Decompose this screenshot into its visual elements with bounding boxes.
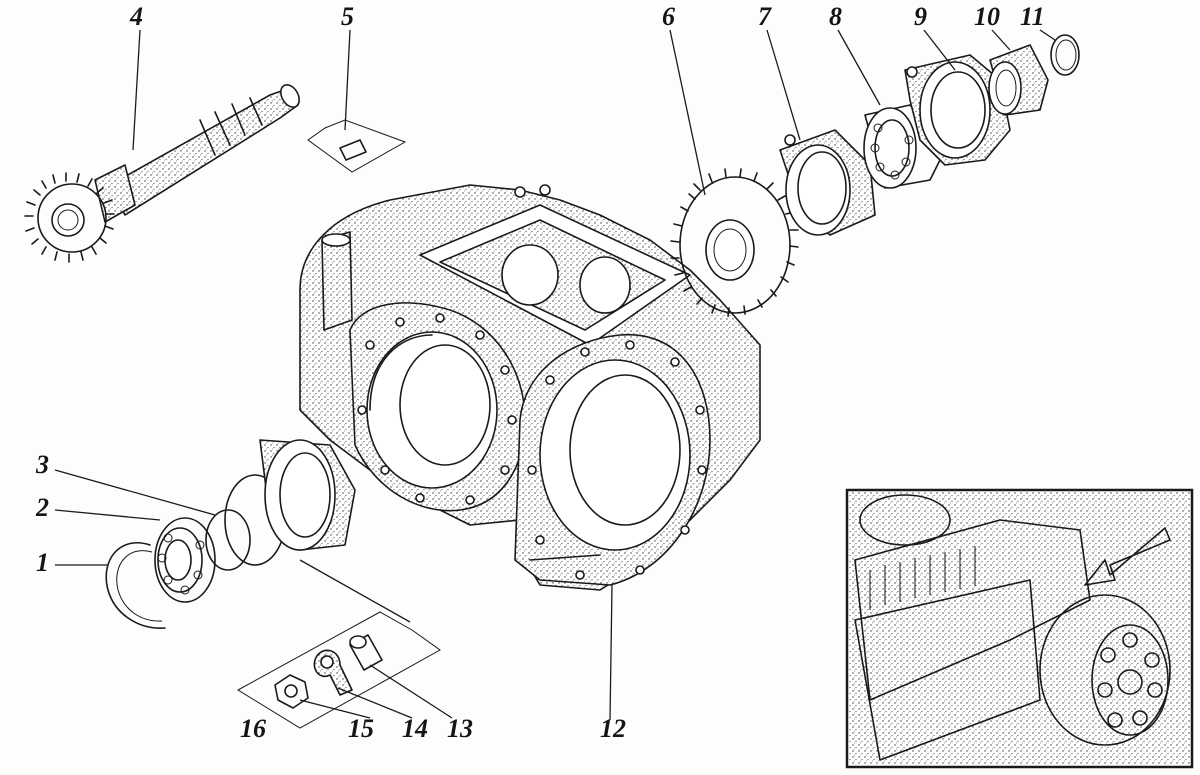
key-part-5 [307, 119, 407, 173]
inset-photo [845, 488, 1194, 769]
callout-13: 13 [447, 714, 473, 743]
fastener-group [237, 611, 441, 729]
callout-2: 2 [36, 493, 49, 522]
cage-flange [259, 439, 356, 551]
callout-15: 15 [348, 714, 374, 743]
cover-part-9 [904, 54, 1011, 166]
bearing-part-8 [863, 104, 946, 189]
callout-14: 14 [402, 714, 428, 743]
callout-16: 16 [240, 714, 266, 743]
leader-lines [54, 29, 1056, 721]
callout-8: 8 [829, 2, 842, 31]
ring-part-11 [1050, 34, 1080, 76]
callout-7: 7 [758, 2, 771, 31]
shaft-part-4 [24, 84, 300, 263]
housing-part-12 [299, 184, 761, 591]
callout-6: 6 [662, 2, 675, 31]
callout-9: 9 [914, 2, 927, 31]
callout-12: 12 [600, 714, 626, 743]
gear-part-6 [670, 168, 799, 317]
sleeve-part-10 [988, 44, 1049, 116]
gear-part-4 [24, 172, 115, 263]
callout-10: 10 [974, 2, 1000, 31]
callout-4: 4 [130, 2, 143, 31]
callout-11: 11 [1020, 2, 1045, 31]
callout-5: 5 [341, 2, 354, 31]
bearing-part-2 [154, 517, 216, 603]
cage-part-7 [779, 129, 876, 236]
callout-1: 1 [36, 548, 49, 577]
callout-3: 3 [36, 450, 49, 479]
ring-part-1 [105, 542, 166, 629]
